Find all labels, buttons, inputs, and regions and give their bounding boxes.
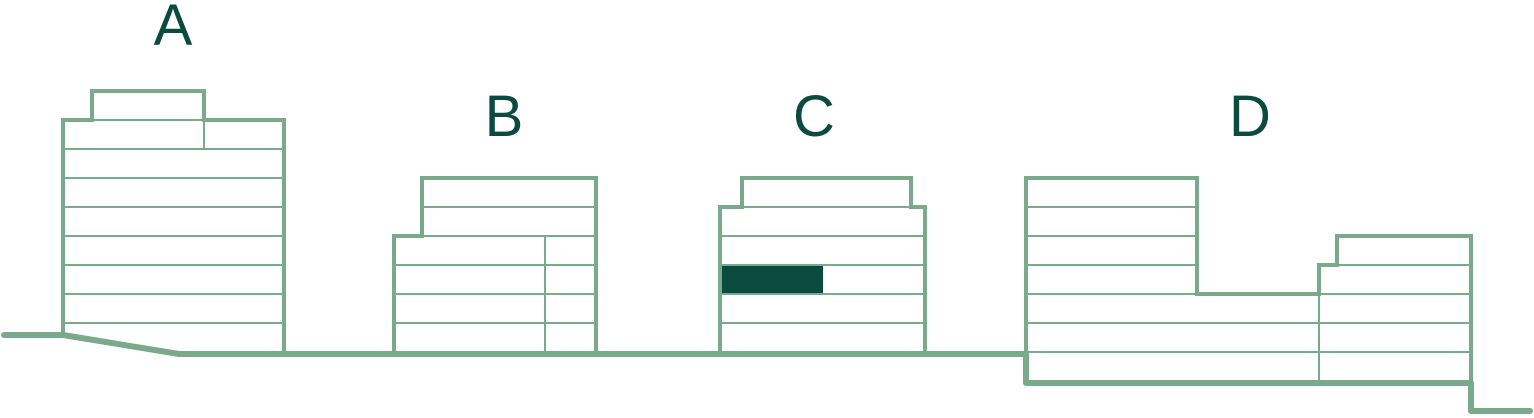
highlighted-unit: [722, 266, 823, 293]
building-a-floor-lines: [63, 119, 284, 324]
building-label-c: C: [793, 84, 835, 149]
ground-line: [1, 332, 1533, 414]
building-b-floor-lines: [394, 206, 596, 352]
building-a-outline: [61, 89, 286, 352]
building-a: [61, 89, 286, 352]
building-label-a: A: [154, 0, 193, 58]
building-d: [1024, 176, 1473, 383]
building-label-d: D: [1229, 84, 1271, 149]
building-c: [718, 176, 927, 352]
building-c-floor-lines: [720, 206, 925, 324]
building-d-outline: [1024, 176, 1473, 383]
building-b: [392, 176, 598, 352]
building-label-b: B: [485, 84, 524, 149]
building-d-floor-lines: [1026, 206, 1471, 383]
